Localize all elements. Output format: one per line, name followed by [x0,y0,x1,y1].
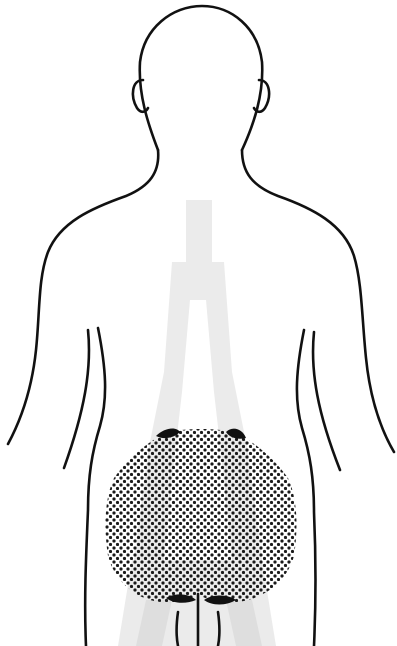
left-forearm-outline [64,330,89,468]
left-leg-inner [177,612,179,646]
right-waist-outline [297,330,316,646]
right-leg-inner [218,612,220,646]
pain-region-lower-back [106,429,297,602]
right-side-outline [242,150,394,452]
right-forearm-outline [313,332,340,470]
head-outline [140,6,263,150]
